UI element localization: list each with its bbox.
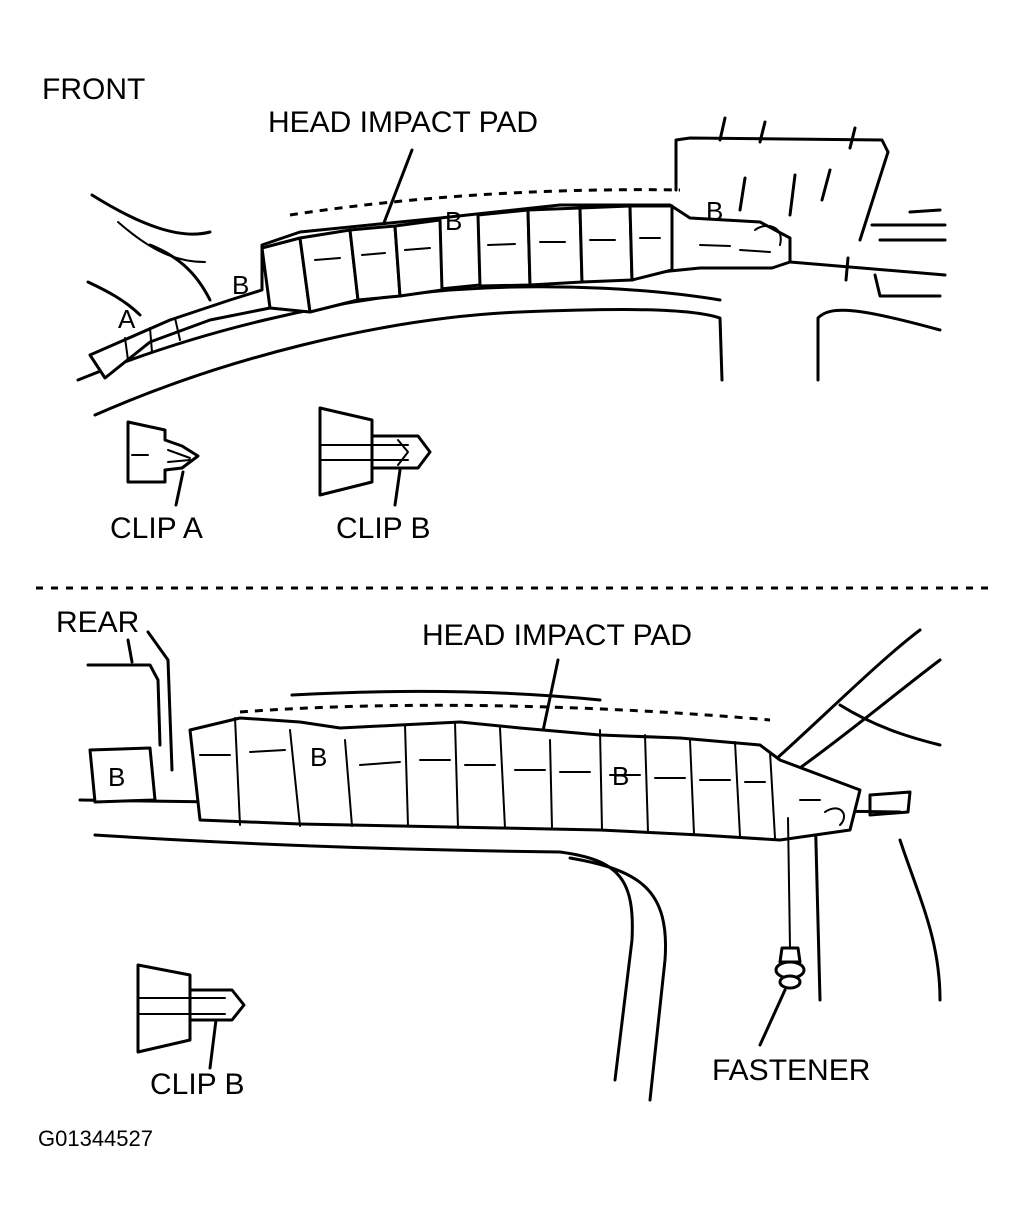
rear-clip-b-label: CLIP B <box>150 1068 245 1101</box>
rear-clip-marker-b-2: B <box>310 742 327 772</box>
clip-a-label: CLIP A <box>110 512 203 545</box>
rear-pad-label: HEAD IMPACT PAD <box>422 619 692 652</box>
rear-section: REAR HEAD IMPACT PAD B <box>56 606 942 1102</box>
front-clip-marker-b-1: B <box>232 270 249 300</box>
front-pad-label: HEAD IMPACT PAD <box>268 106 538 139</box>
front-clip-b-leader-line <box>393 468 402 507</box>
front-clip-marker-b-3: B <box>706 196 723 226</box>
rear-clip-marker-b-1: B <box>108 762 125 792</box>
clip-a-detail <box>126 420 200 507</box>
fastener-detail <box>758 817 806 1047</box>
front-clip-b-label: CLIP B <box>336 512 431 545</box>
fastener-leader-line <box>758 988 787 1047</box>
front-clip-marker-a: A <box>118 304 136 334</box>
clip-a-leader-line <box>174 470 185 507</box>
front-clip-b-detail <box>318 406 432 507</box>
figure-code: G01344527 <box>38 1126 153 1151</box>
rear-clip-b-leader-line <box>208 1018 218 1070</box>
rear-heading: REAR <box>56 606 139 639</box>
front-clip-marker-b-2: B <box>445 206 462 236</box>
rear-body-outline <box>78 628 942 1102</box>
front-heading: FRONT <box>42 73 145 106</box>
rear-clip-marker-b-3: B <box>612 761 629 791</box>
rear-head-impact-pad <box>88 716 862 842</box>
front-pad-leader-line <box>380 148 414 230</box>
fastener-label: FASTENER <box>712 1054 870 1087</box>
front-head-impact-pad <box>88 203 792 380</box>
rear-clip-b-detail <box>136 963 246 1070</box>
front-section: FRONT HEAD IMPACT PAD <box>42 73 947 545</box>
